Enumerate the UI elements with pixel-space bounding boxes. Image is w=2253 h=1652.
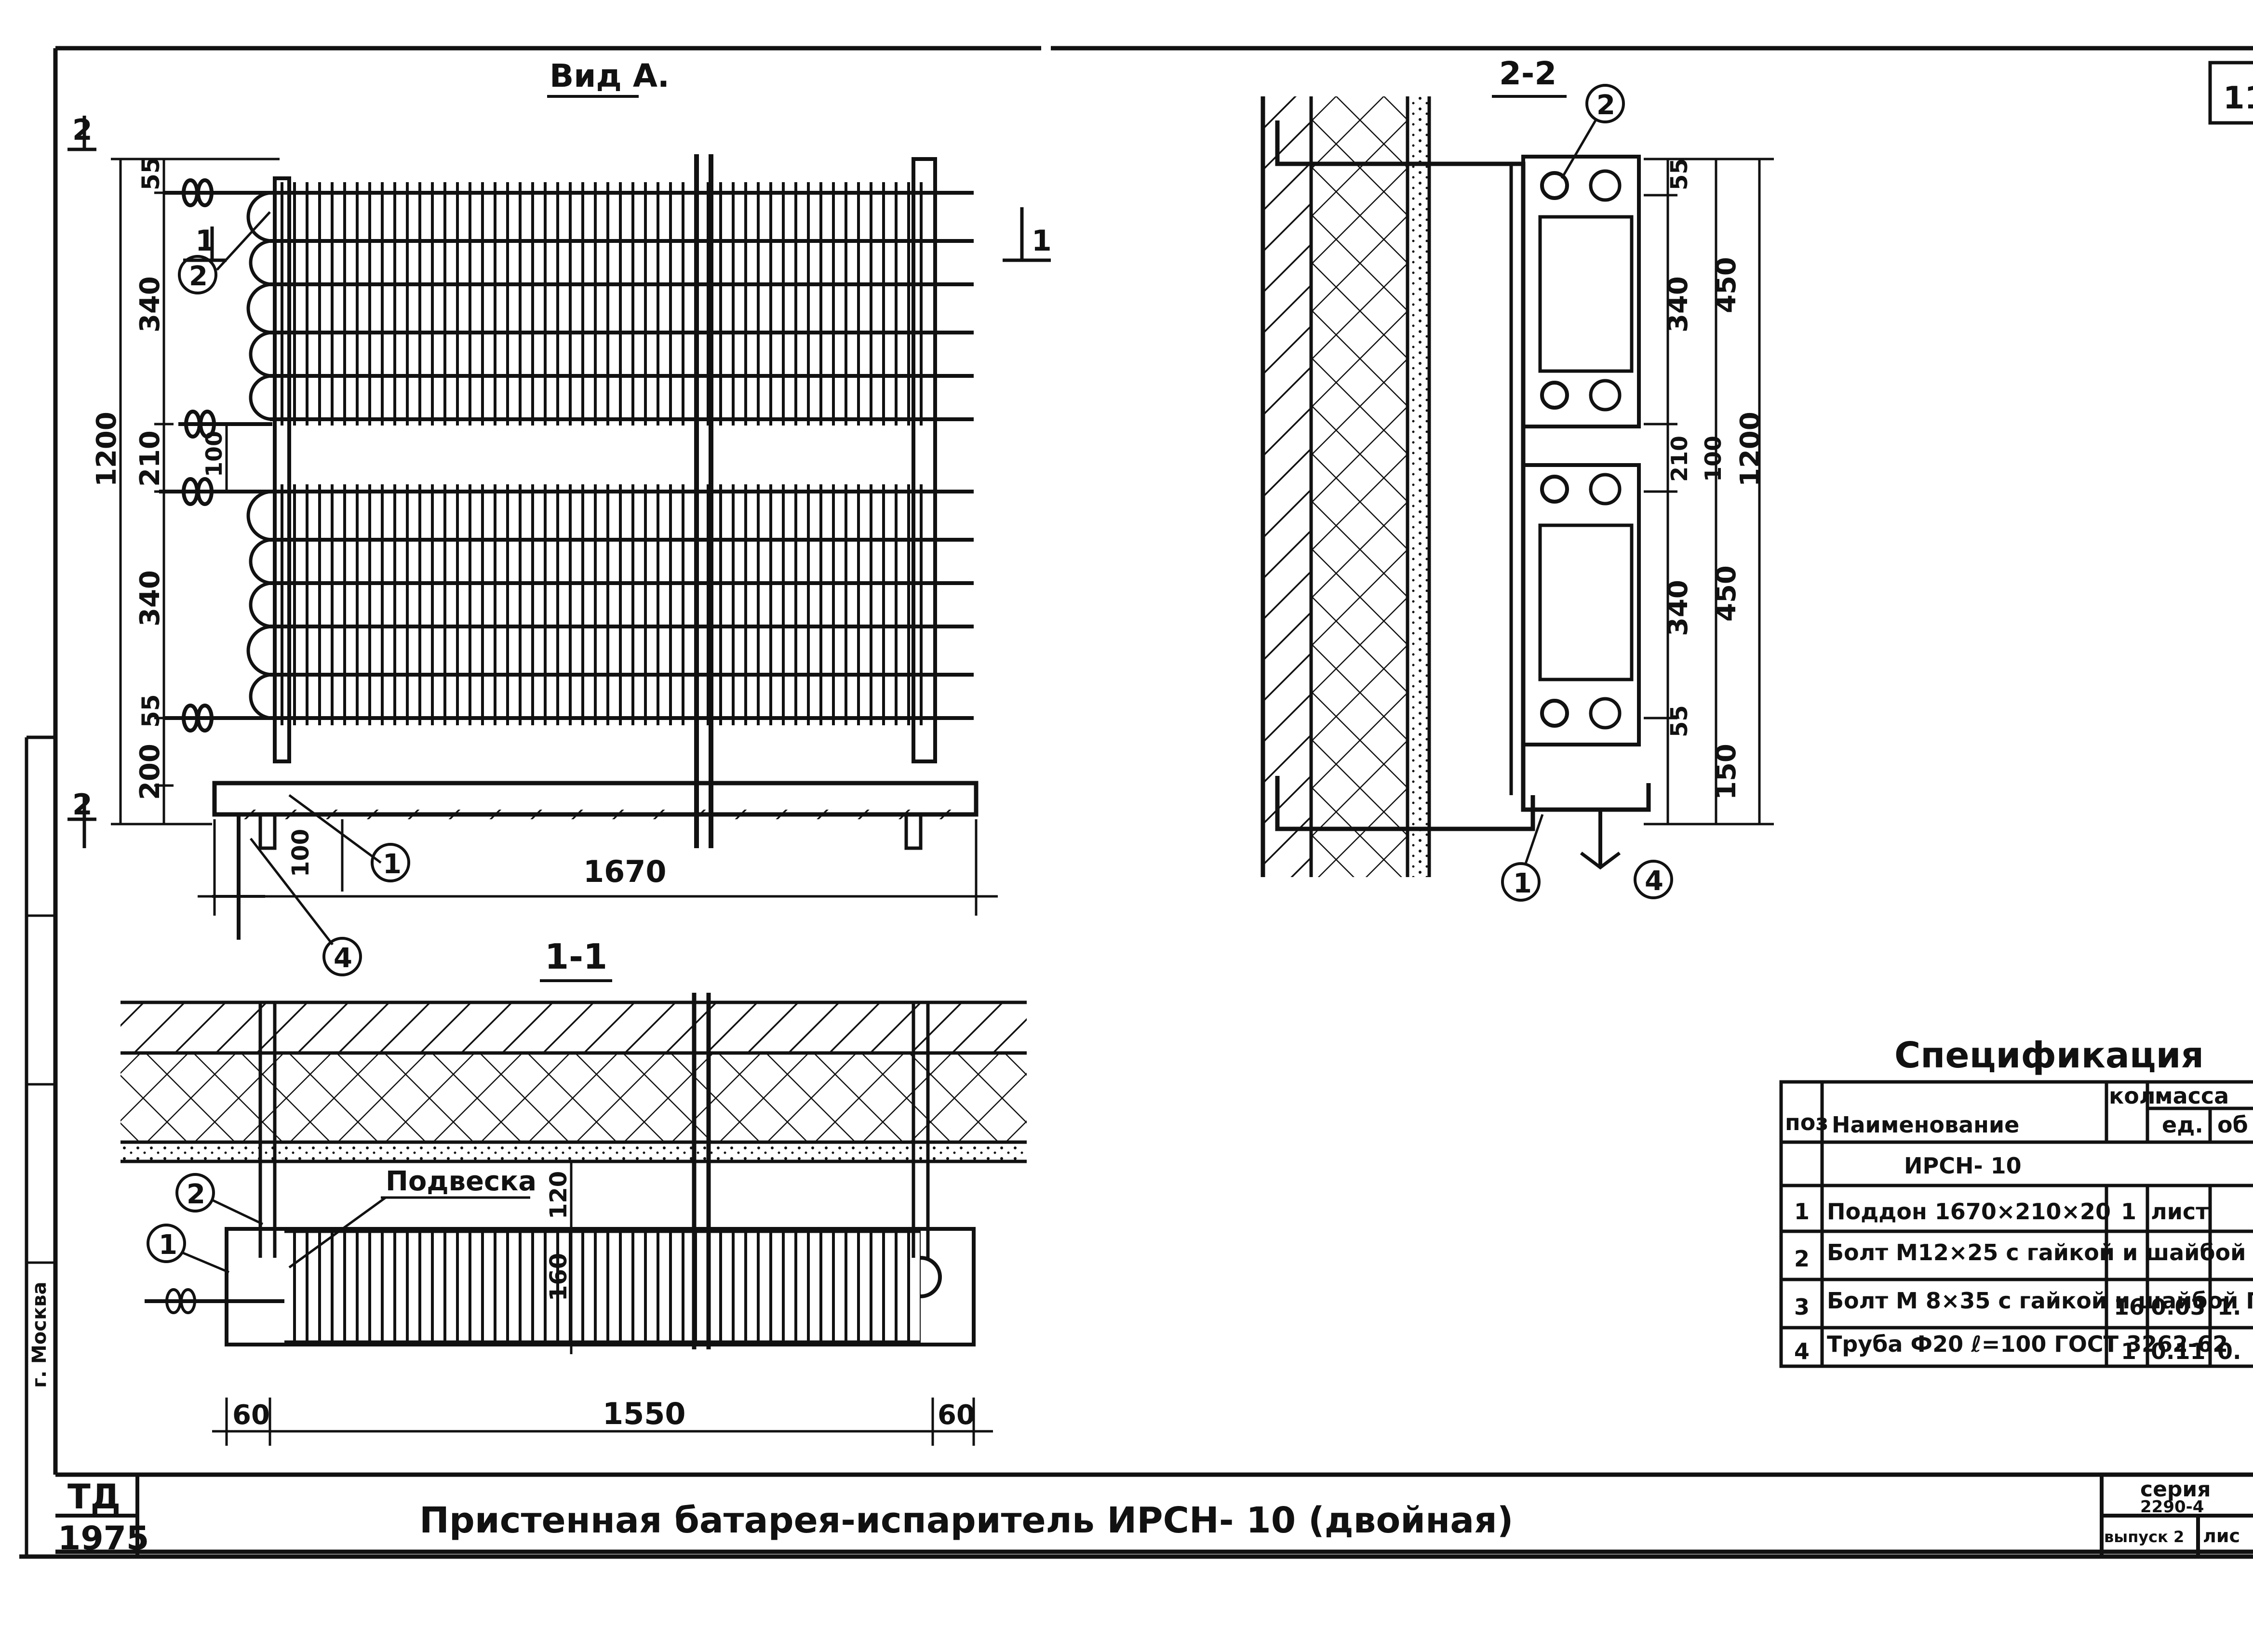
section-2-2-title: 2-2 <box>1499 55 1556 92</box>
spec-header-pos: поз <box>1785 1109 1828 1135</box>
side-sheet-mark: 11 <box>2223 80 2253 116</box>
spec-row-3-total: 1. <box>2217 1294 2241 1320</box>
issue-label: выпуск 2 <box>2104 1528 2184 1546</box>
spec-row-1-qty: 1 <box>2121 1199 2136 1225</box>
org-code: ТД <box>67 1477 121 1517</box>
spec-row-3-qty: 16 <box>2114 1294 2145 1320</box>
spec-row-1-name: Поддон 1670×210×20 <box>1827 1199 2111 1225</box>
spec-row-4-pos: 4 <box>1794 1338 1810 1364</box>
callout-1-section-1-1: 1 <box>159 1229 177 1261</box>
dim-55-2-2-bottom: 55 <box>1666 705 1693 737</box>
coil-tubes <box>270 191 974 720</box>
dim-340-2-2-top: 340 <box>1663 276 1694 333</box>
callout-2-section-1-1: 2 <box>187 1179 205 1210</box>
title-block: ТД 1975 Пристенная батарея-испаритель ИР… <box>55 1475 2253 1558</box>
section-1-1-title: 1-1 <box>545 936 607 977</box>
dim-100-tray: 100 <box>287 829 314 877</box>
view-a-title: Вид А. <box>550 57 670 94</box>
dim-55-2-2-top: 55 <box>1666 158 1693 190</box>
coil-upper <box>280 182 930 426</box>
dim-1200: 1200 <box>91 412 122 487</box>
callout-4-section-2-2: 4 <box>1645 866 1663 897</box>
dim-450-2-2-bottom: 450 <box>1711 565 1742 622</box>
callout-1-section-2-2: 1 <box>1513 868 1532 899</box>
dim-200: 200 <box>134 744 166 800</box>
dim-210-2-2: 210 <box>1666 436 1692 482</box>
connections <box>159 178 272 733</box>
series-value: 2290-4 <box>2140 1497 2204 1517</box>
dim-100-2-2: 100 <box>1700 436 1726 482</box>
dim-1670: 1670 <box>583 854 667 889</box>
spec-row-2-name: Болт М12×25 с гайкой и шайбой ГОСТ 7798-… <box>1827 1239 2253 1266</box>
spec-group-name: ИРСН- 10 <box>1904 1153 2022 1179</box>
spec-row-3-pos: 3 <box>1794 1294 1810 1320</box>
dim-150-2-2: 150 <box>1711 744 1742 800</box>
spec-header-unit: ед. <box>2162 1112 2203 1138</box>
specification-table: Спецификация поз Наименование кол масса … <box>1779 1035 2253 1368</box>
return-bends <box>246 191 273 720</box>
series-label: серия <box>2140 1477 2211 1502</box>
dim-160: 160 <box>545 1253 572 1301</box>
dim-120: 120 <box>545 1171 572 1219</box>
spec-header-qty: кол <box>2109 1083 2156 1109</box>
sheet-frame <box>19 46 2253 1559</box>
spec-row-4-name: Труба Ф20 ℓ=100 ГОСТ 3262-62 <box>1827 1331 2228 1357</box>
view-a: Вид А. <box>67 57 1052 976</box>
spec-row-3-unit: 0.03 <box>2151 1294 2206 1320</box>
spec-row-1-pos: 1 <box>1794 1199 1810 1225</box>
spec-header-mass: масса <box>2155 1083 2229 1109</box>
city-stamp: г. Москва <box>28 1282 51 1388</box>
spec-header-total: об <box>2217 1112 2248 1138</box>
spec-row-1-unit: лист <box>2151 1199 2209 1225</box>
spec-header-name: Наименование <box>1832 1112 2019 1138</box>
dim-210: 210 <box>134 430 166 487</box>
drawing-title: Пристенная батарея-испаритель ИРСН- 10 (… <box>419 1500 1514 1541</box>
dim-1550: 1550 <box>603 1396 686 1431</box>
dim-60-left: 60 <box>232 1399 270 1431</box>
callout-4-view-a: 4 <box>334 943 352 974</box>
spec-row-4-unit: 0.11 <box>2151 1338 2206 1364</box>
hanger-label: Подвеска <box>386 1166 536 1197</box>
section-mark-2-top: 2 <box>72 113 93 147</box>
spec-row-4-qty: 1 <box>2121 1338 2136 1364</box>
dim-1200-2-2: 1200 <box>1735 412 1766 487</box>
sheet-label: лис <box>2203 1525 2240 1546</box>
coil-lower <box>280 484 930 725</box>
dim-340-bottom: 340 <box>134 570 166 626</box>
dim-60-right: 60 <box>938 1399 975 1431</box>
callout-1-view-a: 1 <box>383 849 402 880</box>
spec-row-4-total: 0. <box>2217 1338 2241 1364</box>
dim-450-2-2-top: 450 <box>1711 257 1742 313</box>
callout-2-view-a: 2 <box>189 261 208 292</box>
section-2-2: 2-2 <box>1261 55 1774 902</box>
spec-title: Спецификация <box>1894 1035 2204 1076</box>
section-mark-1-left: 1 <box>195 224 215 258</box>
spec-row-3-name: Болт М 8×35 с гайкой и шайбой ГОСТ 7798-… <box>1827 1288 2253 1314</box>
dim-340-top: 340 <box>134 276 166 333</box>
section-mark-2-bottom: 2 <box>72 788 93 822</box>
callout-2-section-2-2: 2 <box>1596 90 1615 121</box>
dim-340-2-2-bottom: 340 <box>1663 580 1694 636</box>
section-mark-1-right: 1 <box>1032 224 1052 258</box>
dim-55-top: 55 <box>137 157 165 190</box>
dim-55-bottom: 55 <box>137 694 165 728</box>
spec-row-2-pos: 2 <box>1794 1246 1810 1272</box>
dim-100-left: 100 <box>201 431 227 477</box>
section-1-1: 1-1 Подвеска 120 <box>121 936 1027 1446</box>
year: 1975 <box>58 1519 149 1558</box>
